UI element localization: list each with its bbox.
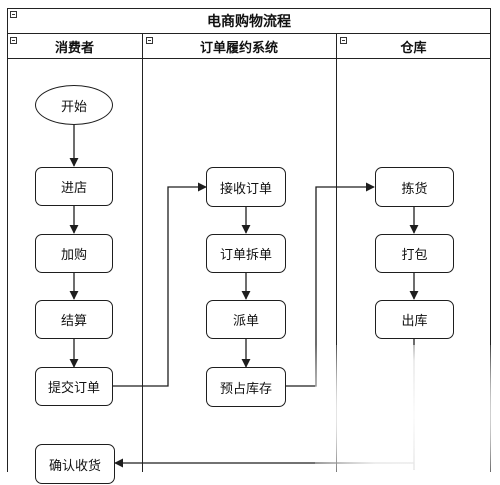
diagram-frame [7,8,491,472]
collapse-icon-lane-consumer[interactable] [10,37,17,44]
node-pack[interactable]: 打包 [375,234,454,273]
node-confirm-receipt[interactable]: 确认收货 [35,444,115,484]
node-receive-order[interactable]: 接收订单 [206,167,286,207]
node-dispatch[interactable]: 派单 [206,300,286,339]
collapse-icon-pool[interactable] [10,11,17,18]
node-submit-order[interactable]: 提交订单 [35,367,113,406]
diagram-title: 电商购物流程 [7,8,491,34]
lane-header-fulfillment: 订单履约系统 [142,34,336,59]
collapse-icon-lane-warehouse[interactable] [340,37,347,44]
lane-header-warehouse: 仓库 [336,34,491,59]
node-pick[interactable]: 拣货 [375,167,454,207]
node-add-cart[interactable]: 加购 [35,234,113,273]
node-start[interactable]: 开始 [35,85,113,125]
node-split-order[interactable]: 订单拆单 [206,234,286,273]
node-reserve-stock[interactable]: 预占库存 [206,367,286,407]
lane-divider-2 [336,34,337,472]
arrow-submit-to-receive [113,182,207,387]
node-ship-out[interactable]: 出库 [375,300,454,339]
node-enter-store[interactable]: 进店 [35,167,113,206]
arrow-reserve-to-pick [286,182,375,387]
lane-header-consumer: 消费者 [7,34,142,59]
collapse-icon-lane-fulfillment[interactable] [146,37,153,44]
node-checkout[interactable]: 结算 [35,300,113,339]
lane-divider-1 [142,34,143,472]
